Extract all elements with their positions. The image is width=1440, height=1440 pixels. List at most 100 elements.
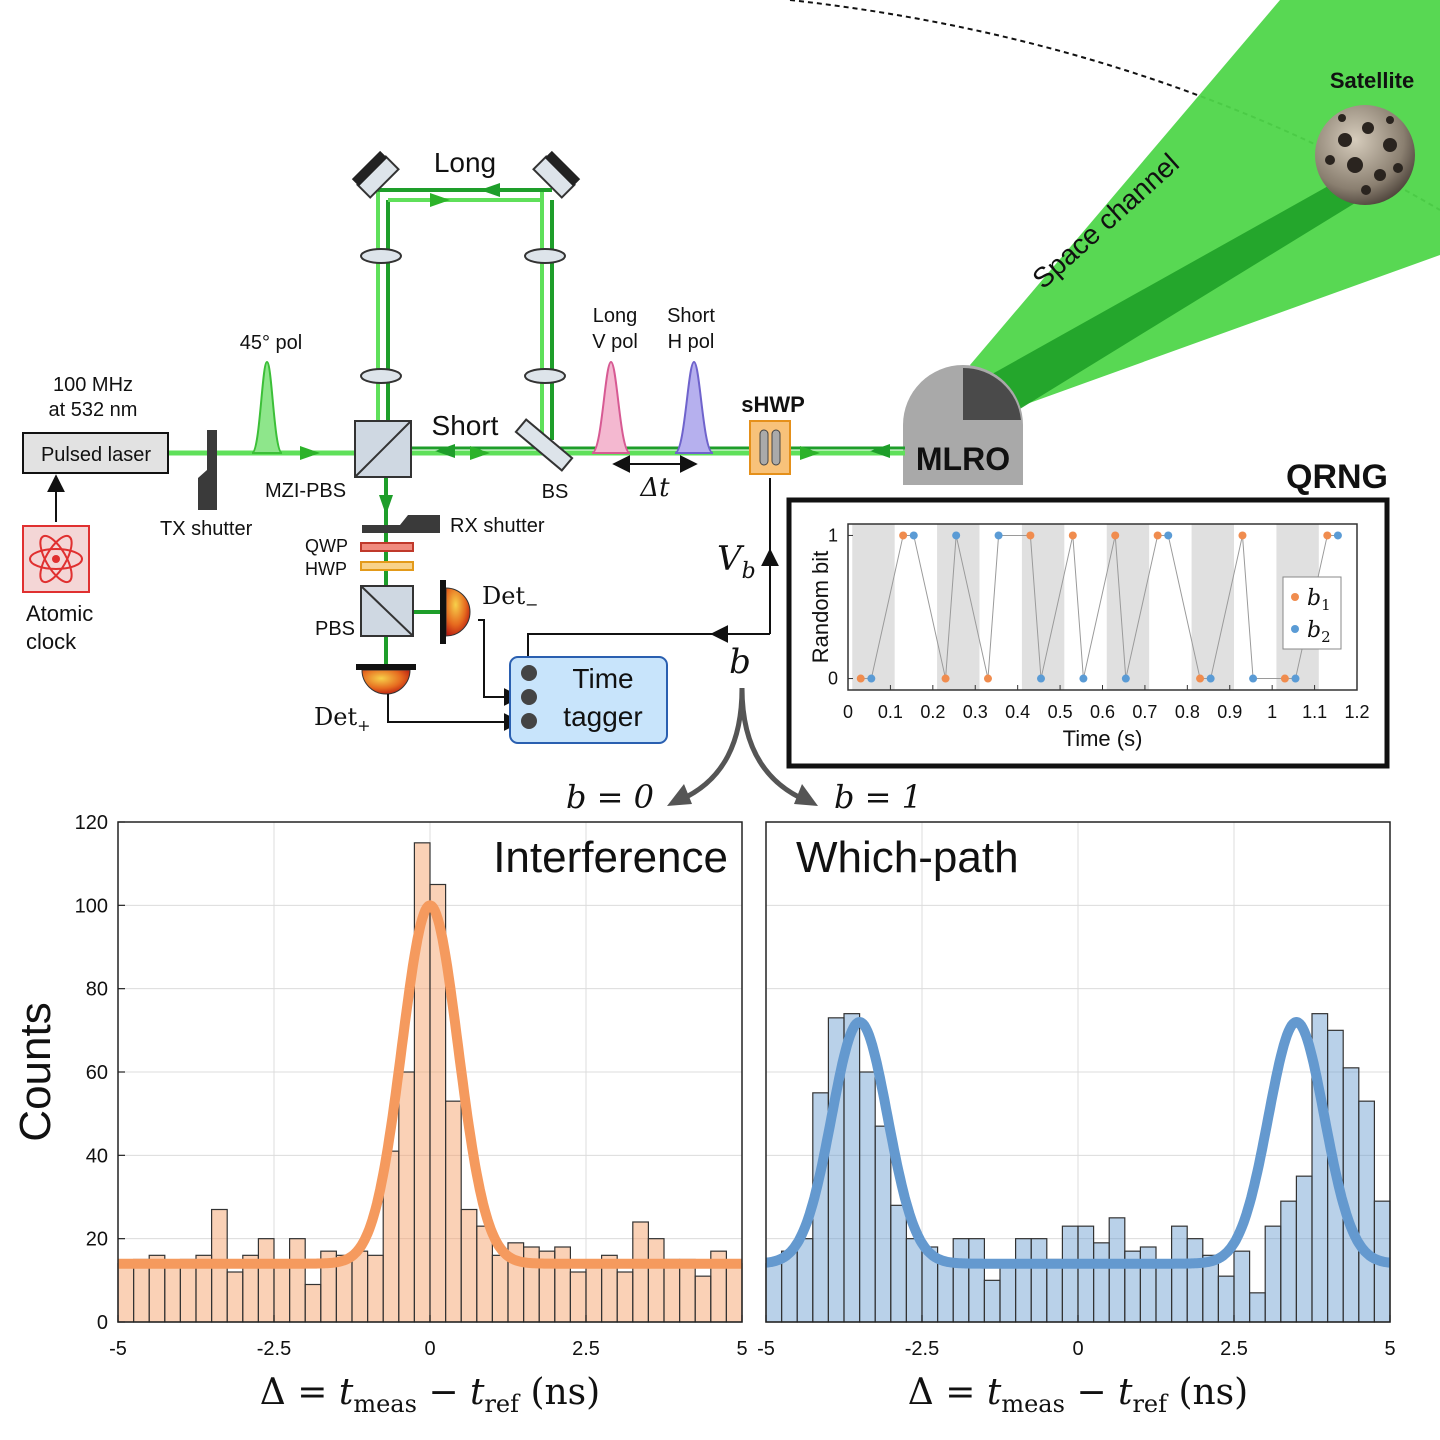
histogram-bar — [351, 1250, 369, 1323]
histogram-bar — [1046, 1258, 1064, 1323]
histogram-bar — [1077, 1225, 1095, 1323]
x-tick-label: 2.5 — [572, 1338, 600, 1360]
histogram-bar — [1155, 1263, 1173, 1323]
qrng-title: QRNG — [1286, 458, 1388, 496]
x-tick-label: 1.2 — [1344, 702, 1369, 722]
chart-annotation: Interference — [493, 833, 728, 882]
bit-point-b2 — [994, 531, 1003, 540]
y-axis-label: Random bit — [808, 551, 833, 664]
bit-point-b1 — [1196, 674, 1205, 683]
histogram-bar — [999, 1263, 1017, 1323]
x-tick-label: 0.9 — [1217, 702, 1242, 722]
space-channel-group: Satellite Space channel — [789, 0, 1440, 415]
short-pulse-line1: Short — [667, 305, 715, 327]
short-arm-label: Short — [432, 410, 499, 441]
x-tick-label: 0 — [843, 702, 853, 722]
x-tick-label: -2.5 — [905, 1338, 939, 1360]
histogram-bar — [1295, 1175, 1313, 1323]
time-tagger-box — [509, 656, 668, 744]
histogram-bar — [663, 1258, 681, 1323]
lens-icon — [524, 368, 566, 384]
time-tagger-line1: Time — [572, 663, 633, 694]
pulse-long-icon — [591, 360, 631, 454]
pbs-icon — [360, 585, 414, 637]
time-tagger-line2: tagger — [563, 701, 642, 732]
histogram-bar — [1139, 1246, 1157, 1323]
histogram-bar — [678, 1258, 696, 1323]
beam-paths — [168, 183, 905, 665]
shaded-interval — [1021, 524, 1065, 690]
histogram-bar — [1217, 1275, 1235, 1323]
y-tick-label: 120 — [75, 812, 108, 834]
satellite-icon — [1315, 105, 1415, 205]
downlink-cone — [970, 0, 1440, 410]
histogram-bar — [367, 1254, 384, 1323]
qwp-label: QWP — [305, 536, 348, 556]
histogram-bar — [273, 1263, 291, 1323]
mlro-label: MLRO — [916, 441, 1010, 477]
x-tick-label: 0.8 — [1175, 702, 1200, 722]
uplink-beam — [985, 185, 1360, 415]
atomic-clock-icon — [22, 525, 90, 593]
y-tick-label: 1 — [828, 525, 838, 545]
histogram-bar — [968, 1238, 985, 1323]
signal-wires — [387, 478, 779, 731]
histogram-bar — [858, 1071, 876, 1323]
histogram-bar — [983, 1279, 1001, 1323]
hwp-label: HWP — [305, 559, 347, 579]
pbs-label: PBS — [315, 618, 355, 640]
legend-label-b1: b1 — [1307, 586, 1331, 614]
histogram-bar — [1264, 1225, 1282, 1323]
histogram-bar — [647, 1238, 665, 1323]
bit-trace-line — [860, 534, 1338, 680]
legend-marker-b2 — [1291, 625, 1299, 633]
bit-point-b2 — [1249, 674, 1258, 683]
chart-annotation: Which-path — [796, 833, 1019, 882]
bit-point-b1 — [1238, 531, 1247, 540]
histogram-bar — [226, 1271, 244, 1323]
laser-spec-line2: at 532 nm — [49, 399, 138, 421]
histogram-bar — [398, 1071, 415, 1323]
x-axis-label: Time (s) — [1063, 726, 1143, 751]
histogram-bar — [179, 1258, 197, 1323]
orbit-arc — [789, 0, 1440, 211]
bit-point-b1 — [941, 674, 950, 683]
bit-point-b2 — [1333, 531, 1342, 540]
short-pulse-line2: H pol — [668, 331, 715, 353]
histogram-bar — [1092, 1242, 1110, 1323]
histogram-bar — [1030, 1238, 1048, 1323]
y-tick-label: 0 — [97, 1312, 108, 1334]
bit-point-b2 — [1164, 531, 1173, 540]
bit-point-b1 — [983, 674, 992, 683]
y-tick-label: 0 — [828, 669, 838, 689]
pulsed-laser-label: Pulsed laser — [41, 444, 151, 466]
histogram-bar — [1358, 1100, 1376, 1323]
pulsed-laser-box — [22, 432, 169, 474]
histogram-bar — [952, 1238, 970, 1323]
bit-point-b1 — [1323, 531, 1332, 540]
histogram-bar — [476, 1225, 493, 1323]
branch-arrows — [667, 687, 818, 806]
histogram-bar — [694, 1275, 712, 1323]
lens-icon — [360, 248, 402, 264]
histogram-bar — [616, 1271, 634, 1323]
histogram-bar — [257, 1238, 275, 1323]
histogram-bar — [1170, 1225, 1188, 1323]
y-axis-label: Counts — [11, 1002, 60, 1141]
bit-point-b1 — [899, 531, 908, 540]
histogram-bar — [289, 1238, 306, 1323]
hwp-icon — [360, 561, 414, 571]
histogram-bar — [304, 1283, 322, 1323]
rx-shutter-label: RX shutter — [450, 515, 545, 537]
histogram-bar — [569, 1271, 587, 1323]
bit-point-b2 — [1121, 674, 1130, 683]
fit-curve — [762, 1017, 1394, 1269]
histogram-bar — [1248, 1292, 1266, 1323]
histogram-bar — [890, 1204, 907, 1323]
tx-shutter-icon — [198, 430, 217, 510]
mlro-telescope: MLRO — [903, 365, 1023, 485]
y-tick-label: 80 — [86, 979, 108, 1001]
